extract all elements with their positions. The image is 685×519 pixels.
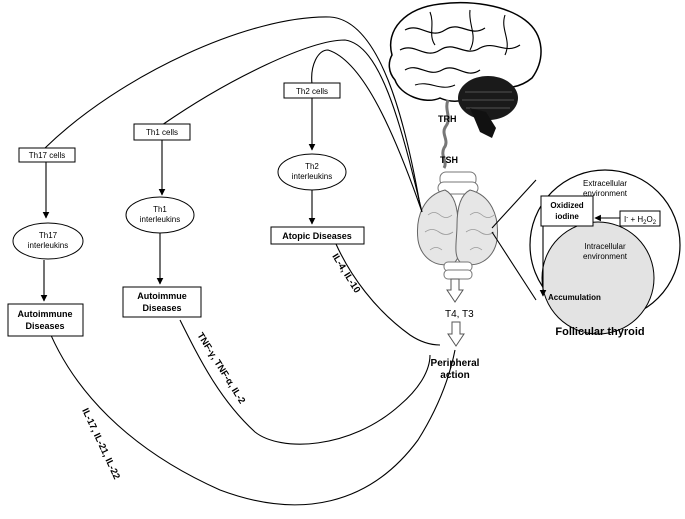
iodide-o: O — [646, 215, 652, 224]
connector-thyroid-follicle-top — [491, 179, 537, 229]
t4-t3-label: T4, T3 — [445, 309, 474, 320]
th17-interleukins-ellipse — [12, 222, 84, 260]
iodide-sub-2: 2 — [653, 220, 657, 226]
intracellular-label-1: Intracellular — [584, 242, 626, 251]
hollow-arrow-thyroid-to-t4 — [446, 278, 464, 303]
th2-interleukins-line-2: interleukins — [292, 172, 332, 181]
th1-disease-line-1: Autoimmue — [137, 291, 187, 301]
peripheral-action-label-2: action — [440, 370, 469, 381]
oxidized-iodine-box — [540, 195, 594, 227]
curve-il17-il21-il22 — [43, 317, 456, 506]
thyroid-gland-icon — [416, 171, 499, 280]
iodide-prefix: I — [624, 215, 626, 224]
th17-disease-line-2: Diseases — [25, 321, 64, 331]
th2-disease-label: Atopic Diseases — [282, 231, 352, 241]
curve-th17-to-thyroid — [44, 16, 421, 206]
accumulation-label: Accumulation — [548, 293, 601, 302]
th17-interleukins-line-2: interleukins — [28, 241, 68, 250]
iodide-sup: - — [626, 215, 628, 221]
th2-cells-label: Th2 cells — [296, 87, 328, 96]
th1-cells-label: Th1 cells — [146, 128, 178, 137]
th1-interleukins-line-1: Th1 — [153, 205, 167, 214]
intracellular-label-2: environment — [583, 252, 628, 261]
cytokine-label-th17: IL-17, IL-21, IL-22 — [79, 407, 122, 482]
iodide-peroxide-label: I- + H2O2 — [624, 215, 657, 226]
extracellular-label-1: Extracellular — [583, 179, 627, 188]
connector-thyroid-follicle-bottom — [491, 231, 537, 301]
oxidized-iodine-line-2: iodine — [555, 212, 579, 221]
extracellular-label-2: environment — [583, 189, 628, 198]
th2-disease-box — [270, 226, 365, 245]
th1-disease-box — [122, 286, 202, 318]
th17-cells-label: Th17 cells — [29, 151, 65, 160]
trh-label: TRH — [438, 114, 457, 124]
iodide-sub-1: 2 — [643, 220, 647, 226]
follicular-thyroid-caption: Follicular thyroid — [555, 326, 644, 338]
th17-disease-box — [7, 303, 84, 337]
th17-cells-box — [18, 147, 76, 163]
th1-disease-line-2: Diseases — [142, 303, 181, 313]
tsh-label: TSH — [440, 155, 458, 165]
oxidized-iodine-line-1: Oxidized — [550, 201, 583, 210]
th17-disease-line-1: Autoimmune — [18, 309, 73, 319]
iodide-mid: + H — [628, 215, 643, 224]
brain-icon — [388, 1, 542, 169]
curve-tnf-il2 — [179, 319, 431, 445]
hollow-arrow-t4-to-peripheral — [447, 321, 465, 347]
th17-interleukins-line-1: Th17 — [39, 231, 58, 240]
th2-interleukins-line-1: Th2 — [305, 162, 319, 171]
curve-il4-il10 — [335, 243, 441, 346]
cytokine-label-th2: IL-4, IL-10 — [329, 252, 362, 295]
th1-interleukins-line-2: interleukins — [140, 215, 180, 224]
curve-th1-to-thyroid — [161, 39, 423, 213]
peripheral-action-label-1: Peripheral — [431, 358, 480, 369]
cytokine-label-th1: TNF-γ, TNF-α, IL-2 — [194, 331, 247, 406]
follicle-inner-circle — [541, 221, 655, 335]
curve-th2-to-thyroid — [311, 49, 423, 213]
